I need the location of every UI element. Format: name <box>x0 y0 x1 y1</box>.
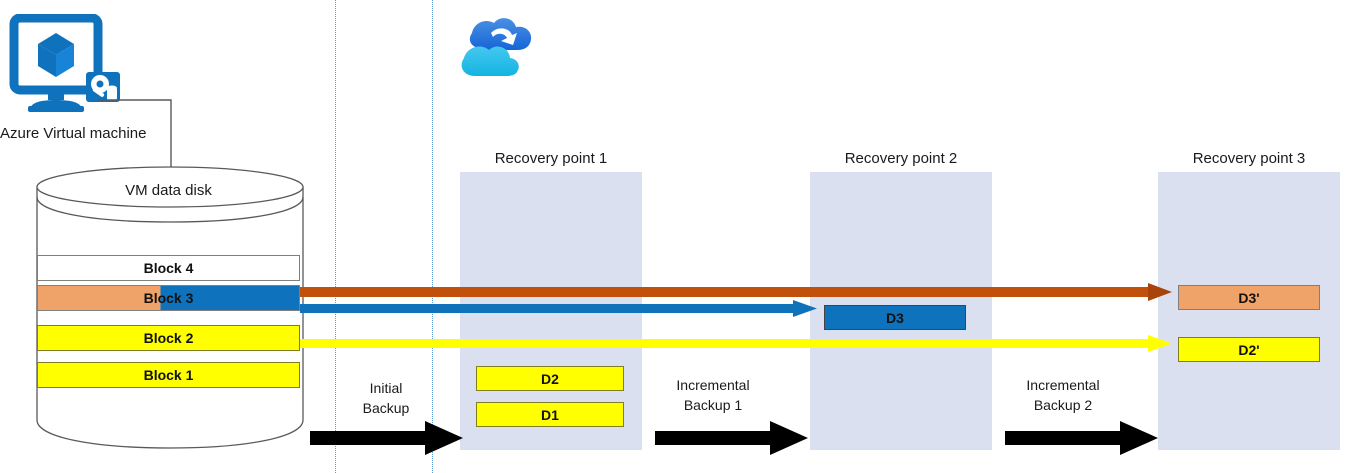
initial-backup-label-line1: Initial <box>369 380 403 396</box>
incremental-backup-1-arrow <box>655 421 808 455</box>
rp3-block-d3-prime: D3' <box>1178 285 1320 310</box>
initial-backup-label: Initial Backup <box>340 378 432 419</box>
incremental-backup-1-label-line1: Incremental <box>676 377 750 393</box>
initial-backup-label-line2: Backup <box>362 400 410 417</box>
recovery-point-1-label: Recovery point 1 <box>494 150 608 167</box>
azure-backup-cloud-icon <box>461 18 532 76</box>
orange-data-arrow <box>300 283 1172 301</box>
connector-line <box>97 99 172 196</box>
recovery-point-3-label: Recovery point 3 <box>1192 150 1306 167</box>
disk-block-1: Block 1 <box>37 362 300 388</box>
incremental-backup-2-arrow <box>1005 421 1158 455</box>
blue-data-arrow <box>300 300 817 317</box>
disk-block-4: Block 4 <box>37 255 300 281</box>
incremental-backup-1-label-line2: Backup 1 <box>683 397 743 414</box>
vm-label: Azure Virtual machine <box>0 125 147 142</box>
yellow-data-arrow <box>300 335 1172 352</box>
disk-title: VM data disk <box>125 182 212 199</box>
incremental-backup-2-label: Incremental Backup 2 <box>1005 375 1121 416</box>
incremental-backup-2-label-line2: Backup 2 <box>1033 397 1093 414</box>
azure-virtual-machine-icon <box>9 14 120 112</box>
disk-block-2: Block 2 <box>37 325 300 351</box>
recovery-point-2-label: Recovery point 2 <box>844 150 958 167</box>
rp1-block-d1: D1 <box>476 402 624 427</box>
disk-block-3: Block 3 <box>37 285 300 311</box>
rp1-block-d2: D2 <box>476 366 624 391</box>
rp3-block-d2-prime: D2' <box>1178 337 1320 362</box>
guide-line-left <box>335 0 336 473</box>
incremental-backup-2-label-line1: Incremental <box>1026 377 1100 393</box>
initial-backup-arrow <box>310 421 463 455</box>
guide-line-right <box>432 0 433 473</box>
recovery-point-3-panel <box>1158 172 1340 450</box>
rp2-block-d3: D3 <box>824 305 966 330</box>
incremental-backup-1-label: Incremental Backup 1 <box>655 375 771 416</box>
